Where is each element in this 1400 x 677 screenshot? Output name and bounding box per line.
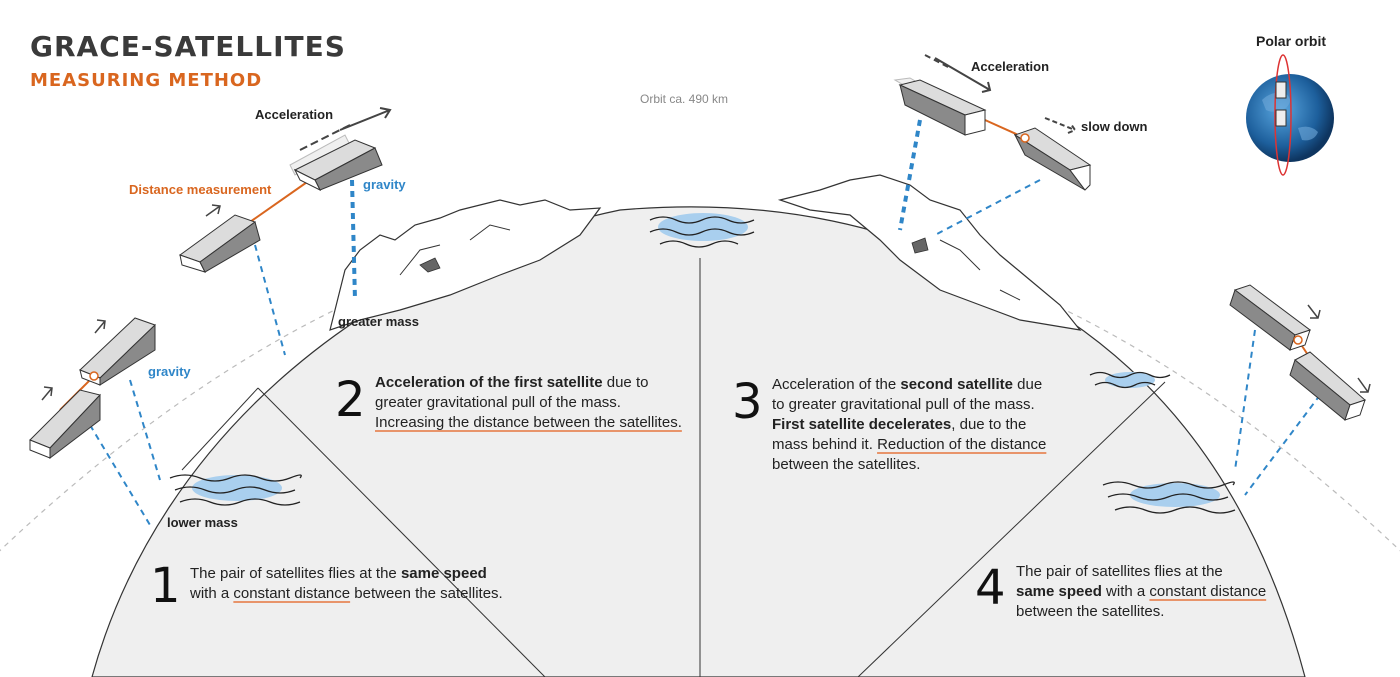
sector-line-1 <box>257 387 546 677</box>
step-3-number: 3 <box>732 374 763 430</box>
step-1-number: 1 <box>150 558 181 614</box>
satellite-pair-3 <box>893 77 1092 191</box>
satellite-pair-2 <box>178 134 383 273</box>
satellite-pair-1 <box>29 317 156 460</box>
gravity-line-3b <box>934 179 1041 236</box>
orbit-label: Orbit ca. 490 km <box>640 92 729 106</box>
lower-mass-label: lower mass <box>167 515 238 530</box>
page-title: GRACE-SATELLITES <box>30 30 346 63</box>
gravity-label-left: gravity <box>148 364 191 379</box>
gravity-line-4a <box>1234 329 1256 471</box>
gravity-line-1a <box>89 424 151 526</box>
step-3-text: Acceleration of the second satellite due… <box>772 376 1047 473</box>
step-4-number: 4 <box>975 560 1006 616</box>
page-subtitle: MEASURING METHOD <box>30 70 263 91</box>
gravity-line-4b <box>1244 394 1321 496</box>
gravity-line-1b <box>129 379 161 481</box>
polar-orbit-label: Polar orbit <box>1256 33 1327 49</box>
gravity-label-top: gravity <box>363 177 406 192</box>
step-4-text: The pair of satellites flies at the same… <box>1016 563 1267 620</box>
step-2-number: 2 <box>335 372 366 428</box>
mountain-right <box>777 174 1082 331</box>
sector-line-1b <box>181 387 259 471</box>
globe-icon <box>1246 54 1334 176</box>
acceleration-label-right: Acceleration <box>971 59 1050 74</box>
greater-mass-label: greater mass <box>338 314 419 329</box>
gravity-line-3a <box>898 119 922 231</box>
acceleration-label-left: Acceleration <box>255 107 334 122</box>
distance-measurement-label: Distance measurement <box>129 182 272 197</box>
water-right-small <box>1105 372 1155 388</box>
mountain-left <box>329 199 602 331</box>
step-1-text: The pair of satellites flies at the same… <box>190 565 503 602</box>
gravity-line-2a <box>254 244 286 356</box>
gravity-line-2b <box>350 179 357 301</box>
slow-down-label: slow down <box>1081 119 1148 134</box>
sector-line-3 <box>857 381 1166 677</box>
water-top <box>658 213 748 241</box>
earth-surface <box>91 206 1306 677</box>
step-2-text: Acceleration of the first satellite due … <box>375 374 682 431</box>
satellite-pair-4 <box>1229 284 1366 421</box>
water-left <box>192 475 282 501</box>
